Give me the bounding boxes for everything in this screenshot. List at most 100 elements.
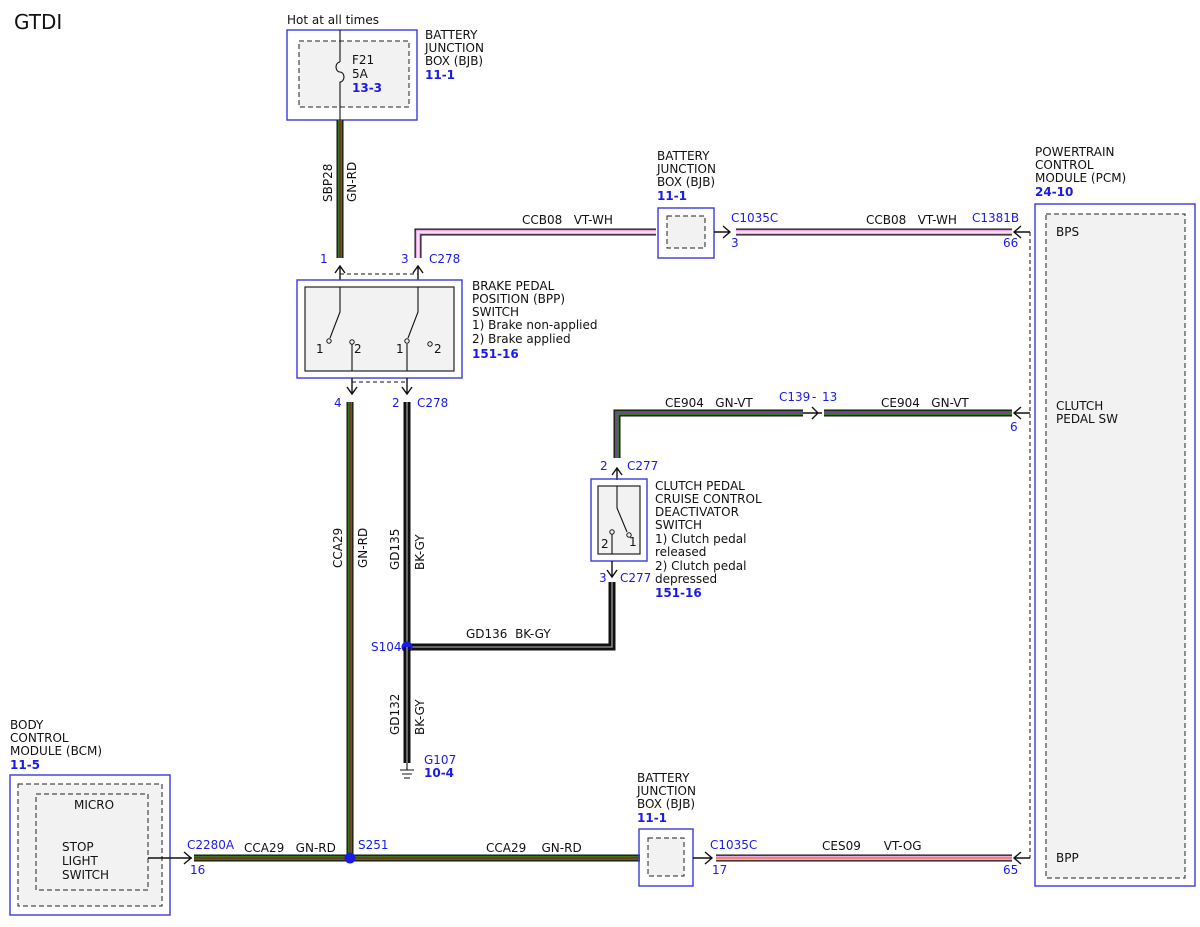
clutch-ref: 151-16 bbox=[655, 586, 702, 600]
bcm-stop-label-3: SWITCH bbox=[62, 868, 109, 882]
bpp-switch-inner bbox=[304, 286, 455, 372]
bjb-top-label-1: BATTERY bbox=[425, 28, 478, 42]
wire-cca29-v-color: GN-RD bbox=[356, 528, 370, 568]
bpp-a-term-1: 1 bbox=[316, 342, 324, 356]
pcm-clutch-arrow bbox=[1012, 406, 1030, 420]
connector-c277-top: C277 bbox=[627, 459, 658, 473]
pcm-inner bbox=[1045, 213, 1186, 879]
ground-g107-label: G107 bbox=[424, 753, 456, 767]
bjb-mid-ref: 11-1 bbox=[657, 189, 687, 203]
connector-c2280a: C2280A bbox=[187, 838, 235, 852]
pin-bpp-1: 1 bbox=[320, 252, 328, 266]
pcm-label-2: CONTROL bbox=[1035, 158, 1094, 172]
ground-g107-symbol bbox=[400, 763, 414, 779]
splice-s104-label: S104 bbox=[371, 640, 402, 654]
clutch-pin3-arrow bbox=[606, 561, 618, 579]
wire-ces09-label: CES09 VT-OG bbox=[822, 839, 922, 853]
pin-clutch-3: 3 bbox=[599, 571, 607, 585]
pcm-pin-clutch-1: CLUTCH bbox=[1056, 399, 1103, 413]
wire-gd136 bbox=[407, 582, 616, 651]
bpp-switch-b-blade bbox=[407, 287, 419, 339]
wire-gd132-color: BK-GY bbox=[413, 699, 427, 735]
bjb-bot-inner bbox=[647, 837, 685, 877]
pin-bjb-mid-3: 3 bbox=[731, 236, 739, 250]
wire-ce904-right-label: CE904 GN-VT bbox=[881, 396, 969, 410]
pcm-label-3: MODULE (PCM) bbox=[1035, 171, 1126, 185]
pcm-ref: 24-10 bbox=[1035, 185, 1073, 199]
bcm-label-1: BODY bbox=[10, 718, 44, 732]
bjb-mid-label-3: BOX (BJB) bbox=[657, 175, 715, 189]
pin-bpp-2: 2 bbox=[392, 396, 400, 410]
bpp-label-4: 1) Brake non-applied bbox=[472, 318, 598, 332]
wire-sbp28-color: GN-RD bbox=[345, 162, 359, 202]
clutch-term-1: 1 bbox=[629, 535, 637, 549]
bcm-stop-label-1: STOP bbox=[62, 840, 94, 854]
bpp-pin4-arrow bbox=[346, 378, 358, 396]
clutch-label-7: 2) Clutch pedal bbox=[655, 559, 746, 573]
connector-c278-top: C278 bbox=[429, 252, 460, 266]
bcm-micro-box bbox=[35, 793, 149, 891]
wire-sbp28-label: SBP28 bbox=[321, 164, 335, 202]
fuse-f21-symbol bbox=[335, 30, 345, 120]
clutch-switch-module bbox=[590, 478, 648, 562]
pcm-pin-bpp: BPP bbox=[1056, 851, 1079, 865]
pcm-module bbox=[1034, 203, 1196, 887]
pin-pcm-66: 66 bbox=[1003, 236, 1018, 250]
bjb-mid-module bbox=[657, 207, 715, 259]
hot-at-all-times-label: Hot at all times bbox=[287, 13, 379, 27]
clutch-label-3: DEACTIVATOR bbox=[655, 505, 739, 519]
bjb-top-label-3: BOX (BJB) bbox=[425, 54, 483, 68]
wire-gd136-label: GD136 BK-GY bbox=[466, 627, 551, 641]
bcm-ref: 11-5 bbox=[10, 758, 40, 772]
bpp-switch-module bbox=[296, 279, 463, 379]
bpp-a-term-2: 2 bbox=[354, 342, 362, 356]
bjb-bot-arrow bbox=[693, 851, 714, 865]
bpp-pin3-arrow bbox=[412, 264, 424, 280]
clutch-label-8: depressed bbox=[655, 572, 717, 586]
clutch-label-4: SWITCH bbox=[655, 518, 702, 532]
bcm-stop-label-2: LIGHT bbox=[62, 854, 99, 868]
clutch-label-5: 1) Clutch pedal bbox=[655, 532, 746, 546]
pcm-bps-arrow bbox=[1012, 225, 1030, 239]
bjb-bot-ref: 11-1 bbox=[637, 811, 667, 825]
fuse-rating: 5A bbox=[352, 67, 369, 81]
fuse-name: F21 bbox=[352, 53, 374, 67]
c139-arrow bbox=[803, 406, 822, 420]
pcm-label-1: POWERTRAIN bbox=[1035, 145, 1115, 159]
bpp-pin1-arrow bbox=[334, 264, 346, 280]
connector-c278-bot: C278 bbox=[417, 396, 448, 410]
bpp-b-term-2: 2 bbox=[434, 342, 442, 356]
wire-ce904-left bbox=[613, 409, 803, 458]
splice-s251 bbox=[344, 852, 356, 864]
fuse-ref: 13-3 bbox=[352, 81, 382, 95]
bpp-b-term-1: 1 bbox=[396, 342, 404, 356]
pin-c139-13: 13 bbox=[822, 390, 837, 404]
splice-s251-label: S251 bbox=[358, 838, 389, 852]
bcm-module bbox=[9, 774, 171, 916]
wire-ce904-left-label: CE904 GN-VT bbox=[665, 396, 753, 410]
bpp-label-2: POSITION (BPP) bbox=[472, 292, 565, 306]
ground-g107-ref: 10-4 bbox=[424, 766, 454, 780]
connector-c1035c-bot: C1035C bbox=[710, 838, 757, 852]
pcm-bpp-arrow bbox=[1012, 851, 1030, 865]
bpp-label-3: SWITCH bbox=[472, 305, 519, 319]
bjb-top-module bbox=[286, 29, 418, 121]
clutch-pin2-arrow bbox=[611, 466, 623, 480]
pin-bjb-bot-17: 17 bbox=[712, 863, 727, 877]
diagram-title: GTDI bbox=[14, 10, 62, 34]
pin-bcm-16: 16 bbox=[190, 863, 205, 877]
clutch-label-2: CRUISE CONTROL bbox=[655, 492, 762, 506]
bcm-stop-arrow bbox=[148, 851, 193, 865]
wire-cca29-bcm-label: CCA29 GN-RD bbox=[244, 841, 336, 855]
pcm-pin-clutch-2: PEDAL SW bbox=[1056, 412, 1118, 426]
bjb-mid-inner bbox=[666, 215, 706, 249]
pin-bpp-3: 3 bbox=[401, 252, 409, 266]
clutch-label-6: released bbox=[655, 545, 706, 559]
bcm-label-2: CONTROL bbox=[10, 731, 69, 745]
pin-pcm-6: 6 bbox=[1010, 420, 1018, 434]
connector-c1381b: C1381B bbox=[972, 211, 1019, 225]
connector-c1035c-mid: C1035C bbox=[731, 211, 778, 225]
bjb-mid-label-1: BATTERY bbox=[657, 149, 710, 163]
pin-bpp-4: 4 bbox=[334, 396, 342, 410]
pcm-pin-bps: BPS bbox=[1056, 225, 1079, 239]
